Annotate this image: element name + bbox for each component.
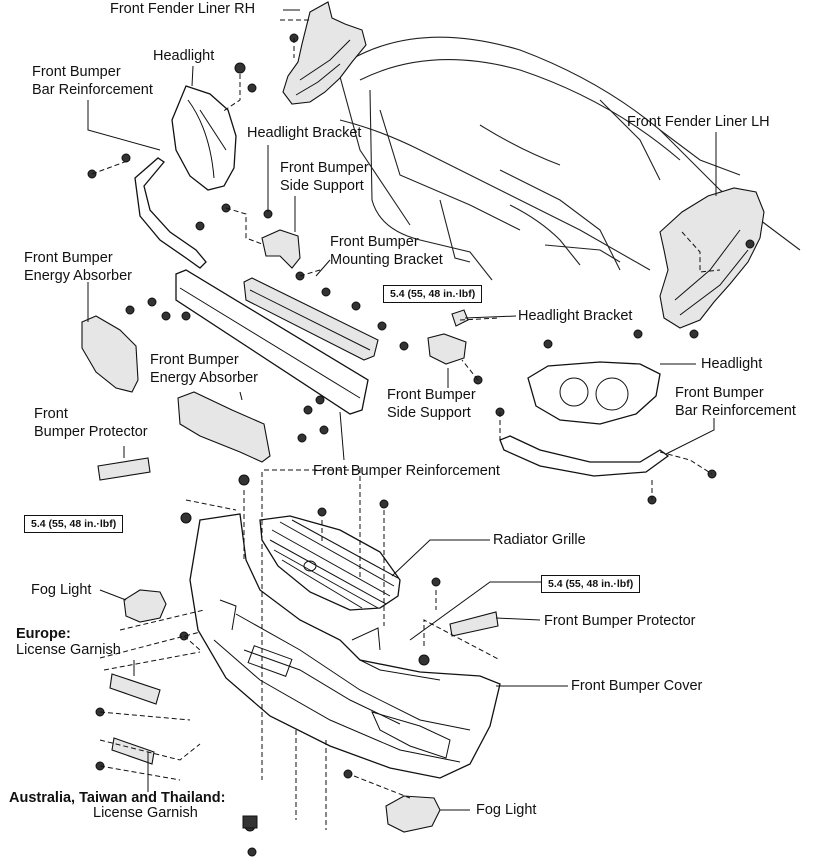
label-bumper-reinforcement: Front Bumper Reinforcement	[313, 463, 500, 479]
license-garnish-europe-shape	[109, 673, 161, 705]
bar-reinforcement-left-shape	[134, 157, 207, 269]
label-europe-heading: Europe:	[16, 626, 71, 642]
label-protector-right: Front Bumper Protector	[544, 613, 696, 629]
fender-liner-rh-shape	[282, 1, 367, 105]
headlight-right-shape	[527, 361, 661, 425]
label-energy-absorber-left: Front Bumper Energy Absorber	[24, 250, 133, 284]
label-side-support-mid: Front Bumper Side Support	[387, 387, 476, 421]
label-headlight-bracket-left: Headlight Bracket	[247, 125, 362, 141]
fasteners	[87, 33, 755, 857]
fog-light-left-shape	[123, 589, 167, 623]
label-bar-reinforcement-right: Front Bumper Bar Reinforcement	[675, 385, 796, 419]
label-europe-license-garnish: License Garnish	[16, 642, 121, 658]
torque-spec-left: 5.4 (55, 48 in.·lbf)	[24, 515, 124, 533]
label-headlight-bracket-right: Headlight Bracket	[518, 308, 633, 324]
energy-absorber-mid-shape	[177, 391, 271, 463]
fog-light-right-shape	[385, 795, 441, 833]
label-fog-light-right: Fog Light	[476, 802, 537, 818]
bottom-clip	[242, 815, 258, 829]
label-fog-light-left: Fog Light	[31, 582, 92, 598]
bar-reinforcement-right-shape	[499, 435, 670, 477]
side-support-left-shape	[261, 229, 301, 269]
headlight-left-shape	[171, 85, 237, 191]
mounting-bracket-shape	[243, 277, 379, 361]
label-headlight-right: Headlight	[701, 356, 763, 372]
bumper-protector-right-shape	[449, 611, 499, 637]
label-headlight-top: Headlight	[153, 48, 215, 64]
label-protector-left: Front Bumper Protector	[34, 406, 148, 440]
torque-spec-right: 5.4 (55, 48 in.·lbf)	[541, 575, 641, 593]
label-bumper-cover: Front Bumper Cover	[571, 678, 703, 694]
headlight-bracket-right-shape	[451, 309, 469, 327]
energy-absorber-left-shape	[81, 315, 139, 393]
label-radiator-grille: Radiator Grille	[493, 532, 586, 548]
bumper-protector-left-shape	[97, 457, 151, 481]
side-support-mid-shape	[427, 333, 467, 365]
label-energy-absorber-mid: Front Bumper Energy Absorber	[150, 352, 259, 386]
license-garnish-australia-shape	[111, 737, 155, 765]
radiator-grille-shape	[259, 515, 401, 611]
torque-spec-mid: 5.4 (55, 48 in.·lbf)	[383, 285, 483, 303]
assembly-dashed-lines	[91, 19, 721, 830]
label-mounting-bracket: Front Bumper Mounting Bracket	[330, 234, 443, 268]
label-bar-reinforcement-left: Front Bumper Bar Reinforcement	[32, 64, 153, 98]
label-australia-license-garnish: License Garnish	[93, 805, 198, 821]
bumper-reinforcement-shape	[175, 269, 369, 415]
fender-liner-lh-shape	[659, 187, 765, 329]
leader-lines	[87, 9, 717, 811]
label-australia-heading: Australia, Taiwan and Thailand:	[9, 790, 226, 806]
bumper-cover-shape	[189, 513, 501, 779]
label-fender-liner-rh: Front Fender Liner RH	[110, 1, 256, 17]
label-side-support-left: Front Bumper Side Support	[280, 160, 369, 194]
label-fender-liner-lh: Front Fender Liner LH	[627, 114, 770, 130]
